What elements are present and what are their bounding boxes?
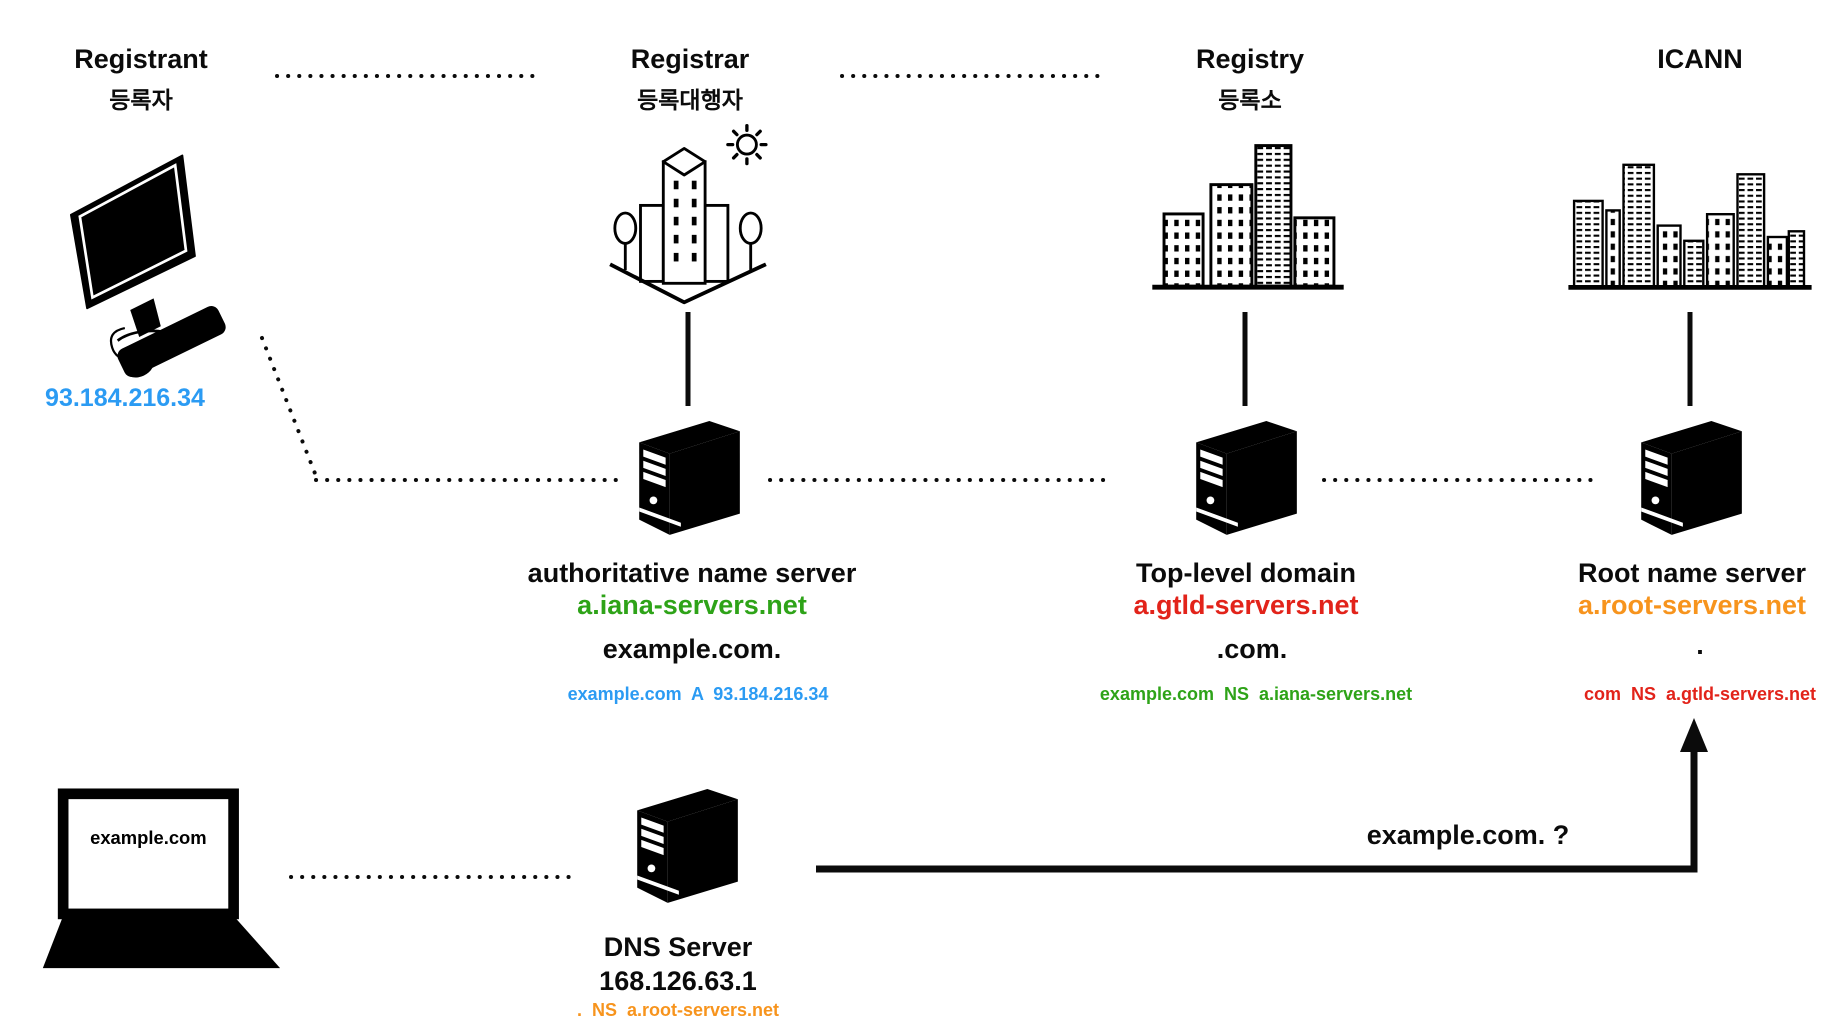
- authns-zone: example.com.: [602, 634, 782, 664]
- laptop-screen-label: example.com: [90, 827, 207, 848]
- registrar-title: Registrar: [630, 44, 750, 74]
- dns-server-ip: 168.126.63.1: [599, 966, 757, 996]
- authns-record: example.com A 93.184.216.34: [567, 684, 829, 704]
- tld-host: a.gtld-servers.net: [1133, 590, 1359, 620]
- tld-role: Top-level domain: [1135, 558, 1357, 588]
- registry-subtitle: 등록소: [1218, 87, 1282, 113]
- office-building-sun-icon: [609, 123, 768, 305]
- registrant-ip: 93.184.216.34: [45, 384, 205, 412]
- root-server-icon: [1634, 418, 1746, 540]
- city-buildings-icon: [1152, 144, 1344, 290]
- registry-title: Registry: [1195, 44, 1305, 74]
- dns-server-name: DNS Server: [603, 932, 753, 962]
- query-label: example.com. ?: [1366, 820, 1570, 850]
- query-arrow-line: [816, 742, 1698, 873]
- root-zone: .: [1696, 630, 1704, 660]
- dns-server-record: . NS a.root-servers.net: [576, 1000, 780, 1020]
- dns-server-icon: [630, 786, 742, 908]
- tld-zone: .com.: [1216, 634, 1288, 664]
- authns-host: a.iana-servers.net: [577, 590, 807, 620]
- tld-server-icon: [1189, 418, 1301, 540]
- authns-role: authoritative name server: [527, 558, 857, 588]
- desktop-computer-icon: [69, 154, 226, 378]
- city-skyline-icon: [1568, 163, 1812, 290]
- registrant-subtitle: 등록자: [109, 87, 173, 113]
- laptop-icon: example.com: [42, 788, 281, 969]
- root-record: com NS a.gtld-servers.net: [1583, 684, 1817, 704]
- dotted-link-registrant-authns: [260, 336, 626, 482]
- query-arrow-head: [1680, 718, 1708, 752]
- icann-title: ICANN: [1657, 44, 1743, 74]
- registrar-subtitle: 등록대행자: [637, 87, 743, 113]
- root-host: a.root-servers.net: [1577, 590, 1807, 620]
- root-role: Root name server: [1577, 558, 1807, 588]
- tld-record: example.com NS a.iana-servers.net: [1099, 684, 1413, 704]
- authoritative-server-icon: [632, 418, 744, 540]
- registrant-title: Registrant: [74, 44, 208, 74]
